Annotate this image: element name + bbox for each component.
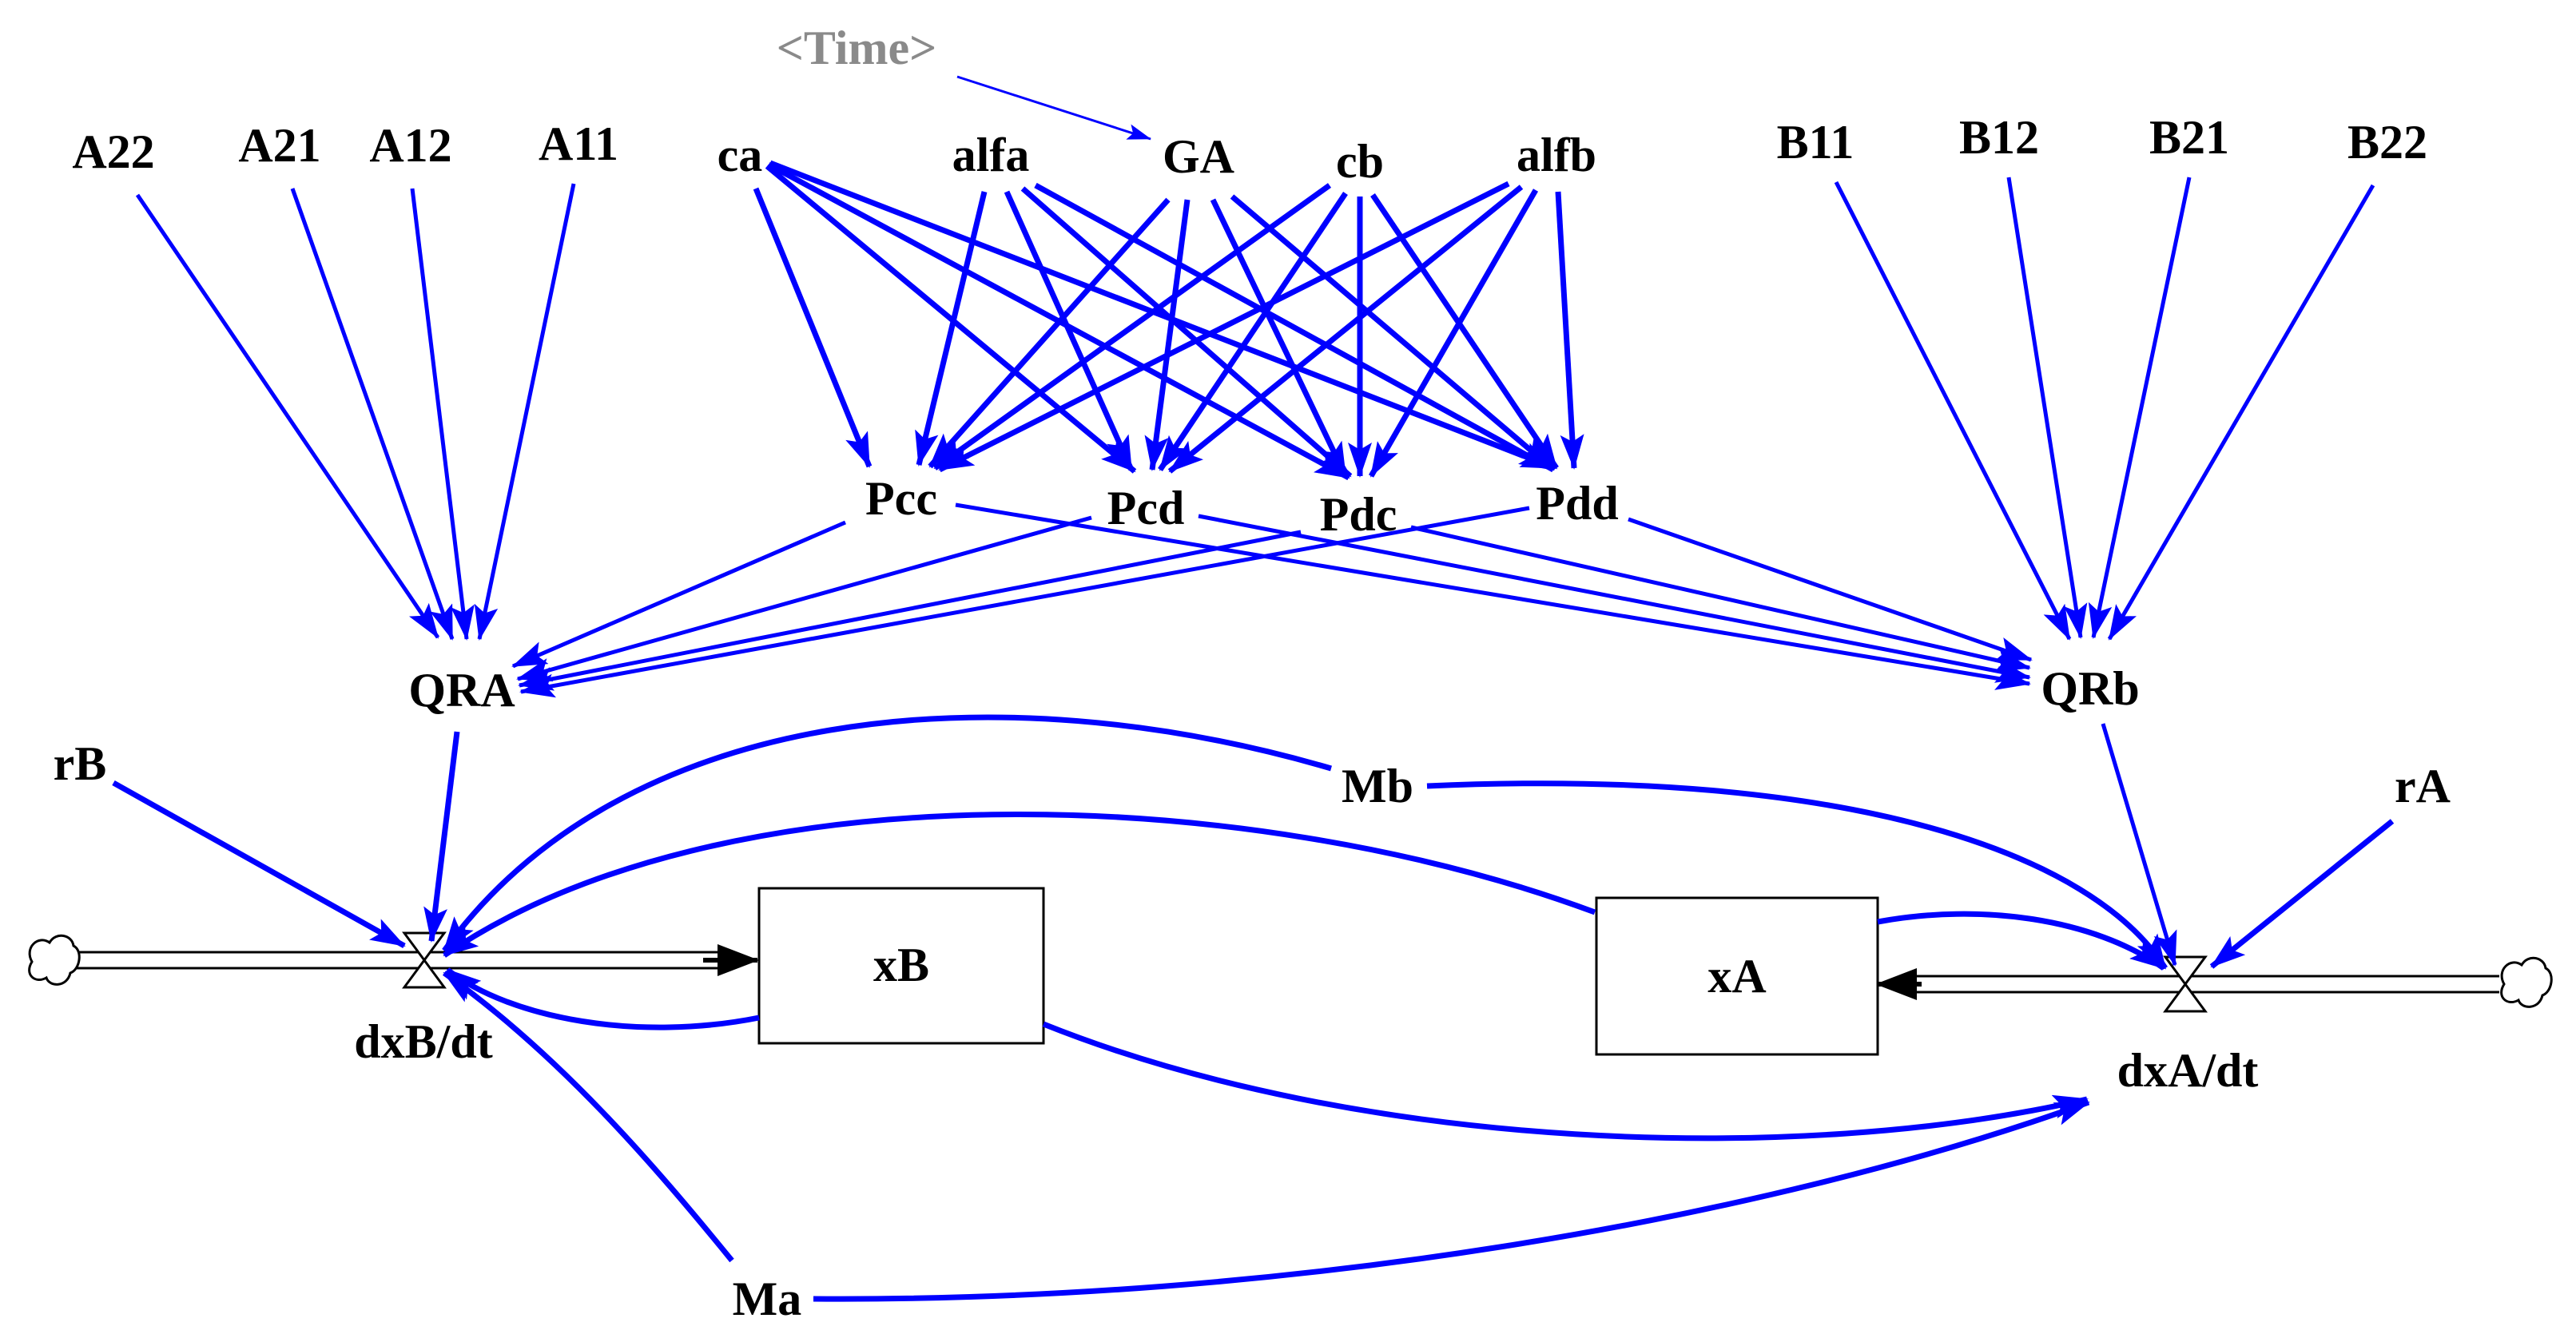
link-cb-to-pdd: [1370, 193, 1559, 470]
link-ca-to-pcc: [753, 187, 873, 468]
link-mb-to-dxb: [442, 714, 1332, 953]
stock-xa-box[interactable]: [1595, 896, 1879, 1056]
link-mb-to-dxa: [1426, 780, 2168, 970]
variable-b12[interactable]: B12: [1959, 111, 2039, 164]
link-ca-to-pcd: [765, 164, 1137, 474]
variable-alfb[interactable]: alfb: [1517, 129, 1596, 181]
link-alfb-to-pcc: [938, 181, 1510, 473]
variable-pcd[interactable]: Pcd: [1107, 482, 1185, 534]
variable-qra[interactable]: QRA: [408, 664, 515, 717]
link-alfb-to-pdd: [1555, 191, 1584, 470]
flow-dxa-dt[interactable]: dxA/dt: [2117, 1044, 2259, 1097]
link-a11-to-qra: [474, 183, 576, 641]
influence-links: [112, 75, 2395, 1302]
link-pdd-to-qrb: [1628, 517, 2033, 662]
link-alfb-to-pdc: [1368, 189, 1539, 478]
link-alfb-to-pcd: [1167, 185, 1524, 474]
variable-pdd[interactable]: Pdd: [1536, 477, 1618, 530]
link-cb-to-pcd: [1158, 192, 1348, 471]
link-ga-to-pcc: [928, 197, 1171, 469]
variable-pdc[interactable]: Pdc: [1320, 488, 1397, 541]
flow-dxb-dt[interactable]: dxB/dt: [354, 1015, 492, 1068]
link-ga-to-pdd: [1230, 194, 1554, 470]
variable-ca[interactable]: ca: [718, 129, 763, 181]
link-ma-to-dxb: [442, 971, 734, 1263]
variable-b22[interactable]: B22: [2347, 116, 2427, 169]
variable-b11[interactable]: B11: [1777, 116, 1854, 169]
link-pdc-to-qrb: [1410, 525, 2031, 673]
link-alfa-to-pdc: [1020, 186, 1353, 478]
link-xb-to-dxb: [445, 967, 760, 1030]
link-b22-to-qrb: [2107, 184, 2375, 641]
link-b11-to-qrb: [1834, 181, 2072, 641]
link-xb-to-dxa: [1042, 1021, 2089, 1141]
link-ga-to-pcd: [1144, 199, 1191, 471]
link-alfa-to-pcd: [1004, 190, 1135, 471]
variable-ga[interactable]: GA: [1163, 130, 1234, 183]
flow-pipe-b: [74, 944, 759, 976]
variable-a11[interactable]: A11: [539, 117, 618, 170]
link-b12-to-qrb: [2006, 177, 2088, 639]
variable-a12[interactable]: A12: [369, 119, 451, 172]
stock-xa-label: xA: [1707, 950, 1766, 1003]
link-pcd-to-qra: [516, 515, 1092, 682]
link-ra-to-dxa: [2209, 819, 2395, 969]
variable-cb[interactable]: cb: [1336, 135, 1384, 188]
variable-b21[interactable]: B21: [2149, 111, 2229, 164]
link-time-to-ga: [956, 75, 1151, 141]
link-pcc-to-qra: [511, 520, 846, 669]
stock-xb-label: xB: [873, 939, 929, 991]
link-a12-to-qra: [410, 188, 475, 641]
variable-rb[interactable]: rB: [54, 737, 107, 790]
variable-alfa[interactable]: alfa: [952, 129, 1030, 181]
link-pcc-to-qrb: [955, 502, 2031, 690]
link-pcd-to-qrb: [1198, 514, 2031, 683]
flow-pipe-a: [1875, 968, 2499, 1000]
link-cb-to-pcc: [932, 183, 1332, 470]
sink-cloud-icon: [2500, 956, 2553, 1008]
variable-a22[interactable]: A22: [72, 125, 154, 178]
valve-dxa-icon: [2163, 955, 2208, 1013]
link-a22-to-qra: [135, 193, 440, 639]
valve-dxb-icon: [402, 931, 447, 989]
link-xa-to-dxa: [1877, 911, 2166, 971]
source-cloud-icon: [28, 934, 81, 986]
link-ga-to-pdc: [1210, 198, 1349, 478]
link-b21-to-qrb: [2088, 177, 2192, 639]
variable-a21[interactable]: A21: [238, 119, 320, 172]
link-alfa-to-pdd: [1034, 182, 1555, 473]
link-rb-to-dxb: [112, 780, 406, 949]
link-ca-to-pdd: [769, 160, 1556, 471]
link-xa-to-dxb: [443, 811, 1596, 958]
shadow-variable-time[interactable]: <Time>: [777, 22, 937, 74]
variable-pcc[interactable]: Pcc: [865, 472, 937, 525]
link-ma-to-dxa: [813, 1099, 2090, 1302]
variable-ma[interactable]: Ma: [733, 1273, 802, 1325]
link-qrb-to-dxa: [2101, 723, 2177, 967]
link-a21-to-qra: [290, 188, 455, 641]
variable-ra[interactable]: rA: [2395, 760, 2451, 812]
link-alfa-to-pcc: [915, 191, 988, 467]
stock-xb-box[interactable]: [757, 887, 1045, 1045]
variable-mb[interactable]: Mb: [1342, 760, 1413, 812]
variable-qrb[interactable]: QRb: [2041, 662, 2139, 715]
link-qra-to-dxb: [423, 731, 460, 943]
link-pdd-to-qra: [519, 506, 1530, 698]
link-pdc-to-qra: [518, 530, 1302, 691]
